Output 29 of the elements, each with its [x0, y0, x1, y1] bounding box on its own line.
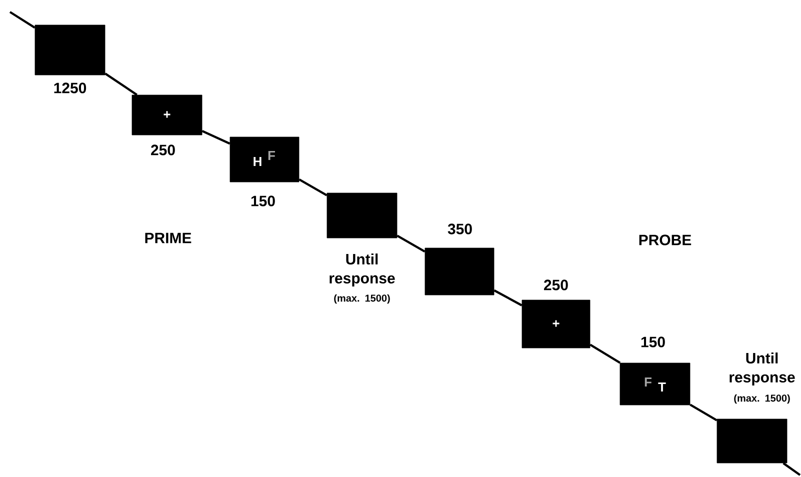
screen-box: + [522, 300, 590, 348]
connector-line [202, 130, 230, 145]
connector-line [494, 289, 522, 306]
phase-label: PROBE [639, 234, 692, 246]
connector-line [396, 234, 426, 253]
screen-box [716, 418, 788, 464]
duration-label: 1250 [54, 82, 86, 94]
screen-box [326, 192, 398, 238]
duration-label: Until response [730, 352, 795, 386]
duration-label: 250 [151, 144, 175, 156]
screen-box [34, 24, 106, 76]
connector-line [298, 178, 328, 196]
duration-label: 150 [641, 336, 665, 348]
screen-box: F T [620, 362, 690, 406]
connector-line [782, 462, 801, 476]
connector-line [590, 344, 621, 364]
duration-label: 350 [448, 224, 472, 234]
duration-label: Until response [330, 254, 395, 286]
screen-box: + [132, 94, 202, 136]
duration-label: (max. 1500) [334, 294, 390, 304]
screen-box [424, 248, 494, 296]
connector-line [690, 404, 718, 422]
duration-label: 250 [544, 280, 568, 290]
duration-label: (max. 1500) [734, 394, 790, 404]
connector-line [104, 72, 138, 96]
screen-box: H F [230, 136, 300, 182]
connector-line [9, 11, 36, 29]
duration-label: 150 [251, 196, 275, 206]
phase-label: PRIME [145, 232, 192, 244]
